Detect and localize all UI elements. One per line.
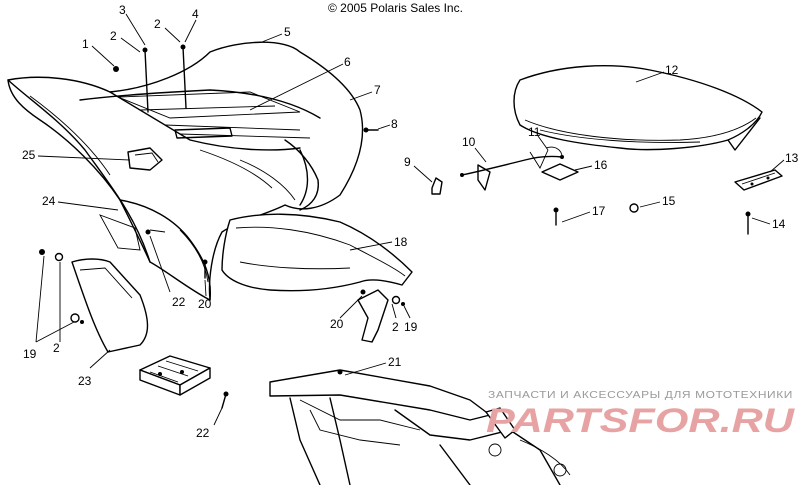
callout-2-c: 2 xyxy=(53,341,60,355)
seat xyxy=(513,65,763,151)
callout-20-a: 20 xyxy=(198,297,212,311)
callout-16: 16 xyxy=(594,158,608,172)
copyright-text: © 2005 Polaris Sales Inc. xyxy=(328,1,463,15)
latch-spring xyxy=(431,177,443,195)
callout-20-b: 20 xyxy=(330,317,344,331)
callout-12: 12 xyxy=(665,63,679,77)
watermark: ЗАПЧАСТИ И АКСЕССУАРЫ ДЛЯ МОТОТЕХНИКИ PA… xyxy=(486,390,796,440)
frame xyxy=(269,369,571,485)
callout-23: 23 xyxy=(78,374,92,388)
callout-24: 24 xyxy=(42,194,56,208)
mud-flap xyxy=(71,258,149,353)
callout-11: 11 xyxy=(528,125,541,139)
callout-19-a: 19 xyxy=(23,347,37,361)
rear-fender-assembly xyxy=(7,41,364,301)
callout-14: 14 xyxy=(772,217,786,231)
callout-22-a: 22 xyxy=(172,295,186,309)
callout-2-d: 2 xyxy=(392,320,399,334)
callout-17: 17 xyxy=(592,204,606,218)
callout-15: 15 xyxy=(662,194,676,208)
callout-22-b: 22 xyxy=(196,426,210,440)
callout-5: 5 xyxy=(284,25,291,39)
latch-bracket xyxy=(541,163,579,181)
callout-21: 21 xyxy=(388,355,402,369)
callout-2-b: 2 xyxy=(154,17,161,31)
callout-4: 4 xyxy=(192,7,199,21)
splash-guard xyxy=(221,213,413,292)
callout-19-b: 19 xyxy=(404,320,418,334)
callout-8: 8 xyxy=(391,117,398,131)
callout-7: 7 xyxy=(374,83,381,97)
fasteners xyxy=(39,44,751,409)
flap-bracket-right xyxy=(357,289,389,343)
callout-9: 9 xyxy=(404,155,411,169)
leader-lines xyxy=(35,13,785,426)
seat-bracket xyxy=(734,169,783,191)
foot-plate xyxy=(139,355,211,396)
callout-10: 10 xyxy=(462,135,476,149)
callout-6: 6 xyxy=(344,55,351,69)
callout-labels: 1 2 3 2 4 5 6 7 8 9 10 11 12 13 14 15 16… xyxy=(22,3,799,440)
callout-3: 3 xyxy=(119,3,126,17)
latch-cable xyxy=(460,146,564,191)
watermark-logo: PARTSFOR.RU xyxy=(486,402,796,440)
callout-18: 18 xyxy=(394,235,408,249)
callout-2-a: 2 xyxy=(110,29,117,43)
watermark-subtitle: ЗАПЧАСТИ И АКСЕССУАРЫ ДЛЯ МОТОТЕХНИКИ xyxy=(488,390,793,401)
callout-25: 25 xyxy=(22,148,36,162)
callout-13: 13 xyxy=(785,151,799,165)
callout-1: 1 xyxy=(82,37,89,51)
